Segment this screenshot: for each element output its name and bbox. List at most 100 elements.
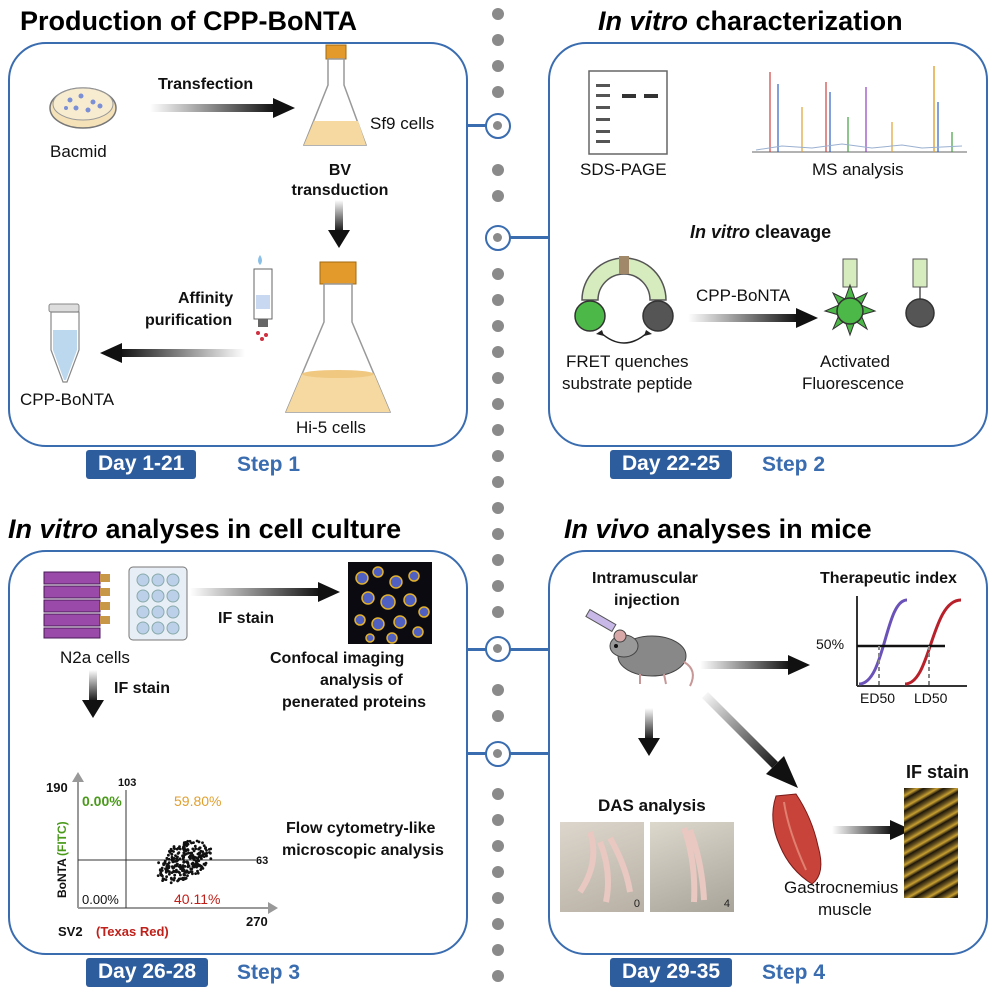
scatter-point xyxy=(167,853,170,857)
timeline-node xyxy=(485,113,511,139)
scatter-point xyxy=(199,855,203,859)
panel-title-step4: In vivo analyses in mice xyxy=(564,514,872,544)
step-label-step2: Step 2 xyxy=(762,453,826,476)
scatter-point xyxy=(170,852,174,856)
therapeutic-index-chart xyxy=(856,596,967,687)
scatter-point xyxy=(185,844,189,848)
plot-x-arrow xyxy=(268,902,278,914)
scatter-point xyxy=(157,861,161,865)
timeline-dot xyxy=(492,346,504,358)
label-flow-cytometry: Flow cytometry-like xyxy=(286,820,436,837)
flow-cytometry-plot: 190 103 270 63 0.00% 59.80% 0.00% 40.11%… xyxy=(46,772,278,939)
scatter-point xyxy=(179,877,183,881)
scatter-point xyxy=(186,848,190,852)
arrow-down xyxy=(638,708,660,756)
scatter-point xyxy=(158,868,162,872)
scatter-point xyxy=(178,845,181,848)
mouse-paw-icon xyxy=(577,831,633,903)
label-50-percent: 50% xyxy=(816,636,845,652)
timeline-dot xyxy=(492,476,504,488)
fret-substrate-icon xyxy=(574,256,674,344)
scatter-point xyxy=(183,846,186,850)
scatter-point xyxy=(182,848,186,852)
label-fluorescence: Fluorescence xyxy=(802,374,905,393)
label-confocal-imaging: Confocal imaging xyxy=(270,650,405,667)
scatter-point xyxy=(173,873,177,877)
scatter-point xyxy=(195,864,198,867)
x-axis-label-b: (Texas Red) xyxy=(96,924,169,939)
scatter-point xyxy=(173,847,177,850)
timeline-dot xyxy=(492,814,504,826)
panel-title-step2: In vitro characterization xyxy=(598,6,903,36)
scatter-point xyxy=(196,869,199,873)
scatter-point xyxy=(171,866,175,870)
petri-dish-icon xyxy=(49,87,117,129)
tick-x-max: 270 xyxy=(246,914,268,929)
scatter-point xyxy=(184,876,188,880)
timeline-connector xyxy=(466,648,486,651)
day-badge-step2: Day 22-25 xyxy=(610,450,733,479)
ms-spectrum-icon xyxy=(752,66,967,153)
scatter-point xyxy=(176,862,179,866)
panel-title-step3: In vitro analyses in cell culture xyxy=(8,514,402,544)
timeline-connector xyxy=(466,752,486,755)
scatter-point xyxy=(188,856,192,860)
label-purification: purification xyxy=(145,312,233,329)
scatter-point xyxy=(202,844,206,848)
label-muscle: muscle xyxy=(818,900,872,919)
das-score-4: 4 xyxy=(723,898,730,910)
label-therapeutic-index: Therapeutic index xyxy=(820,570,957,587)
plot-y-arrow xyxy=(72,772,84,782)
label-bacmid: Bacmid xyxy=(50,142,107,161)
scatter-point xyxy=(196,871,200,875)
quadrant-lower-left: 0.00% xyxy=(82,892,119,907)
scatter-point xyxy=(168,872,171,876)
timeline-dot xyxy=(492,8,504,20)
label-transduction: transduction xyxy=(291,182,389,199)
timeline-dot xyxy=(492,190,504,202)
scatter-point xyxy=(185,870,189,874)
tick-x-gate: 103 xyxy=(118,777,136,789)
timeline-dot xyxy=(492,892,504,904)
timeline-dot xyxy=(492,684,504,696)
scatter-point xyxy=(204,846,208,850)
mouse-injection-icon xyxy=(585,608,694,687)
mouse-paw-icon xyxy=(681,827,707,903)
quadrant-lower-right: 40.11% xyxy=(174,891,220,907)
scatter-point xyxy=(172,878,176,882)
y-axis-label-b: (FITC) xyxy=(55,821,69,856)
tick-y-max: 190 xyxy=(46,780,68,795)
arrow-right xyxy=(190,582,340,602)
step-label-step3: Step 3 xyxy=(237,961,301,984)
timeline-dot xyxy=(492,398,504,410)
timeline-dot xyxy=(492,866,504,878)
scatter-point xyxy=(203,863,207,867)
step-label-step4: Step 4 xyxy=(762,961,826,984)
arrow-left xyxy=(100,343,245,363)
timeline-dot xyxy=(492,424,504,436)
timeline-dot xyxy=(492,34,504,46)
timeline-dot xyxy=(492,372,504,384)
scatter-point xyxy=(167,865,171,868)
arrow-right xyxy=(688,308,818,328)
scatter-point xyxy=(175,847,179,851)
scatter-point xyxy=(172,857,176,860)
label-ed50: ED50 xyxy=(860,690,896,706)
arrow-diagonal xyxy=(702,692,798,788)
label-sf9: Sf9 cells xyxy=(370,114,435,133)
label-cpp-bonta: CPP-BoNTA xyxy=(20,390,115,409)
arrow-right xyxy=(700,655,810,675)
scatter-point xyxy=(169,847,173,851)
scatter-point xyxy=(167,857,171,861)
label-bv: BV xyxy=(328,162,352,179)
label-n2a-cells: N2a cells xyxy=(60,648,130,667)
timeline-dot xyxy=(492,606,504,618)
timeline-dot xyxy=(492,294,504,306)
scatter-point xyxy=(197,852,201,855)
scatter-point xyxy=(190,841,193,845)
quadrant-upper-left: 0.00% xyxy=(82,793,122,809)
scatter-point xyxy=(195,856,198,860)
scatter-point xyxy=(194,847,198,851)
scatter-point xyxy=(198,846,202,850)
scatter-point xyxy=(165,875,169,879)
